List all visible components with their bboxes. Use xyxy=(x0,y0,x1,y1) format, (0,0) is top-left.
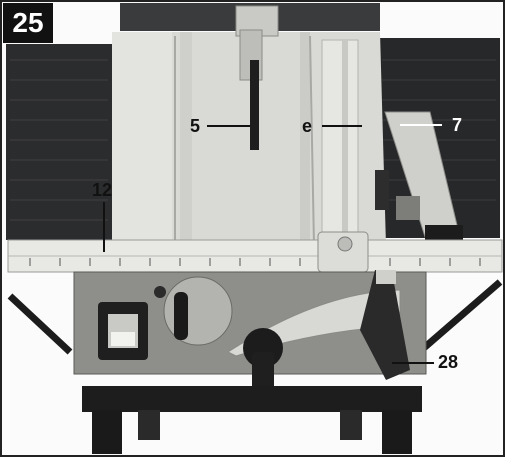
callout-12: 12 xyxy=(92,180,113,200)
saw-blade xyxy=(250,60,259,150)
right-extension-table xyxy=(378,38,500,238)
left-leg xyxy=(7,293,73,355)
parallel-fence xyxy=(321,39,359,247)
figure-number-badge: 25 xyxy=(3,3,53,43)
left-extension-table xyxy=(6,44,112,240)
stand-base xyxy=(82,386,422,412)
callout-5: 5 xyxy=(190,116,201,136)
callout-7: 7 xyxy=(452,115,463,135)
angle-handle xyxy=(360,270,410,380)
callout-e: e xyxy=(302,116,313,136)
callout-28: 28 xyxy=(438,352,459,372)
